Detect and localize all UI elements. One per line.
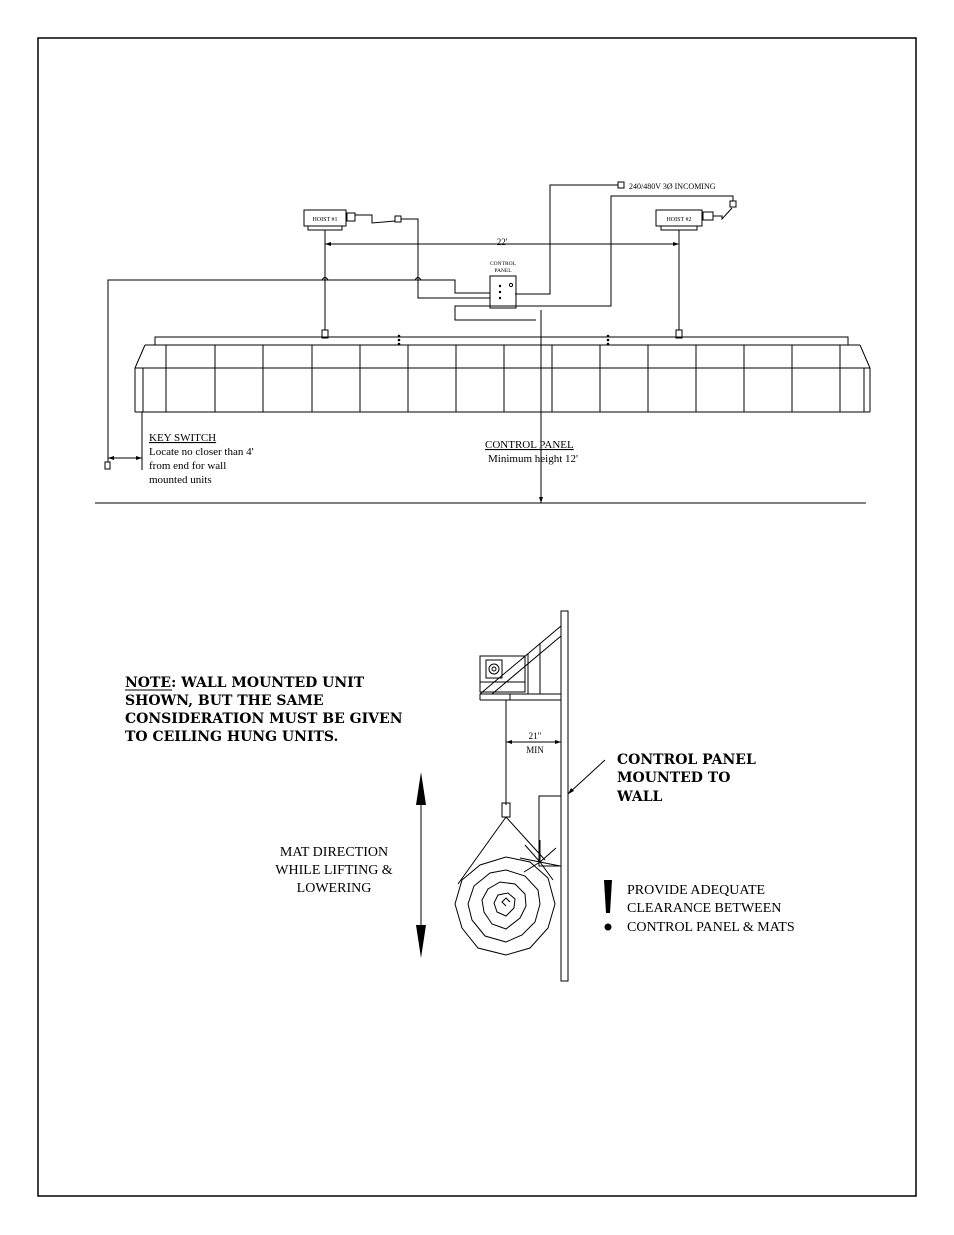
svg-text:from end for wall: from end for wall [149,460,226,472]
svg-text:WALL: WALL [616,789,663,805]
hoist-1: HOIST #1 [303,209,419,282]
svg-text:PROVIDE ADEQUATE: PROVIDE ADEQUATE [627,883,765,898]
note-line-1: NOTE: WALL MOUNTED UNIT [125,675,365,691]
clearance-warning: PROVIDE ADEQUATE CLEARANCE BETWEEN CONTR… [604,880,795,935]
incoming-power: 240/480V 3Ø INCOMING [515,181,716,295]
svg-text:CONTROL PANEL: CONTROL PANEL [617,752,756,768]
hoist-1-label: HOIST #1 [312,217,337,223]
mat-direction-arrow [416,772,426,958]
svg-text:TO CEILING HUNG UNITS.: TO CEILING HUNG UNITS. [125,729,338,745]
svg-text:CONSIDERATION MUST BE GIVEN: CONSIDERATION MUST BE GIVEN [125,711,403,727]
wall [560,610,569,982]
mat-direction-label: MAT DIRECTION WHILE LIFTING & LOWERING [275,845,393,896]
clearance-unit: MIN [526,745,544,755]
svg-text:WHILE LIFTING &: WHILE LIFTING & [275,863,393,878]
hoist-2-label: HOIST #2 [666,217,691,223]
svg-text:CLEARANCE BETWEEN: CLEARANCE BETWEEN [627,901,781,916]
wall-control-panel [538,795,561,867]
svg-text:CONTROL PANEL & MATS: CONTROL PANEL & MATS [627,920,795,935]
svg-text:MOUNTED TO: MOUNTED TO [617,770,730,786]
distance-label: 22' [497,237,508,247]
svg-text:Minimum height 12': Minimum height 12' [488,453,578,465]
svg-text:CONTROL: CONTROL [490,261,517,267]
svg-text:MAT DIRECTION: MAT DIRECTION [280,845,388,860]
svg-text:LOWERING: LOWERING [297,881,372,896]
svg-text:Locate no closer than 4': Locate no closer than 4' [149,446,254,458]
svg-text:SHOWN, BUT THE SAME: SHOWN, BUT THE SAME [125,693,324,709]
wall-mount-note: NOTE: WALL MOUNTED UNIT SHOWN, BUT THE S… [125,675,403,745]
wall-hoist [479,655,526,693]
key-switch-title: KEY SWITCH [149,432,216,444]
exclamation-icon [604,880,612,913]
svg-text:CONTROL PANEL: CONTROL PANEL [485,439,574,451]
svg-text:PANEL: PANEL [494,268,512,274]
page-border [37,37,917,1197]
control-panel-height-note: CONTROL PANEL Minimum height 12' [485,439,578,465]
incoming-label: 240/480V 3Ø INCOMING [629,182,716,191]
control-panel-wall-label: CONTROL PANEL MOUNTED TO WALL [616,752,756,805]
mat-rack [134,329,871,413]
control-panel-box: CONTROL PANEL [489,261,517,309]
side-elevation-diagram: 21" MIN [125,610,795,982]
dimension-22ft: 22' [324,232,680,250]
rolled-mat [454,802,561,956]
top-plan-diagram: HOIST #1 HOIST #2 22' [95,181,871,504]
key-switch-note: KEY SWITCH Locate no closer than 4' from… [149,432,254,486]
svg-text:mounted units: mounted units [149,474,212,486]
clearance-value: 21" [529,731,542,741]
hoist-2: HOIST #2 [454,195,737,321]
